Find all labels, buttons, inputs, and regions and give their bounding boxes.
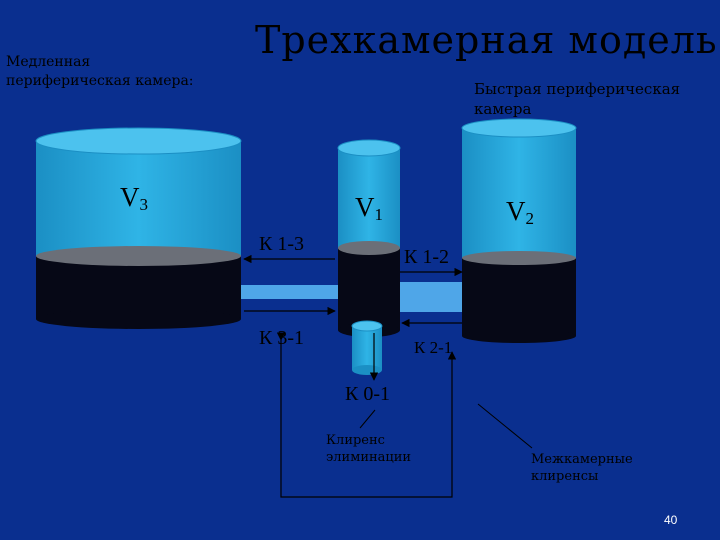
label-k31: К 3-1 xyxy=(259,327,304,349)
label-k12: К 1-2 xyxy=(404,246,449,268)
page-number: 40 xyxy=(664,513,678,527)
label-k01: К 0-1 xyxy=(345,383,390,405)
pipe-right xyxy=(400,282,462,312)
slide-title: Трехкамерная модель xyxy=(255,18,718,62)
pipe-left xyxy=(240,285,338,299)
chamber-v1 xyxy=(337,139,401,337)
elimination-drum xyxy=(351,320,383,375)
clearance-bracket xyxy=(276,332,457,498)
note-clearance-elimination: Клиренс элиминации xyxy=(326,433,412,465)
pointer-intercompartmental xyxy=(477,403,533,449)
chamber-v3 xyxy=(35,127,242,329)
label-k21: К 2-1 xyxy=(414,338,453,357)
label-v3: V3 xyxy=(120,182,148,214)
label-k13: К 1-3 xyxy=(259,233,304,255)
label-v2: V2 xyxy=(506,196,534,228)
label-v1: V1 xyxy=(355,192,383,224)
caption-slow-chamber: Медленная периферическая камера: xyxy=(6,54,194,89)
note-intercompartmental: Межкамерные клиренсы xyxy=(531,452,633,484)
chamber-v2 xyxy=(461,118,577,343)
caption-fast-chamber: Быстрая периферическая камера xyxy=(474,80,681,118)
pointer-elimination xyxy=(359,409,376,429)
